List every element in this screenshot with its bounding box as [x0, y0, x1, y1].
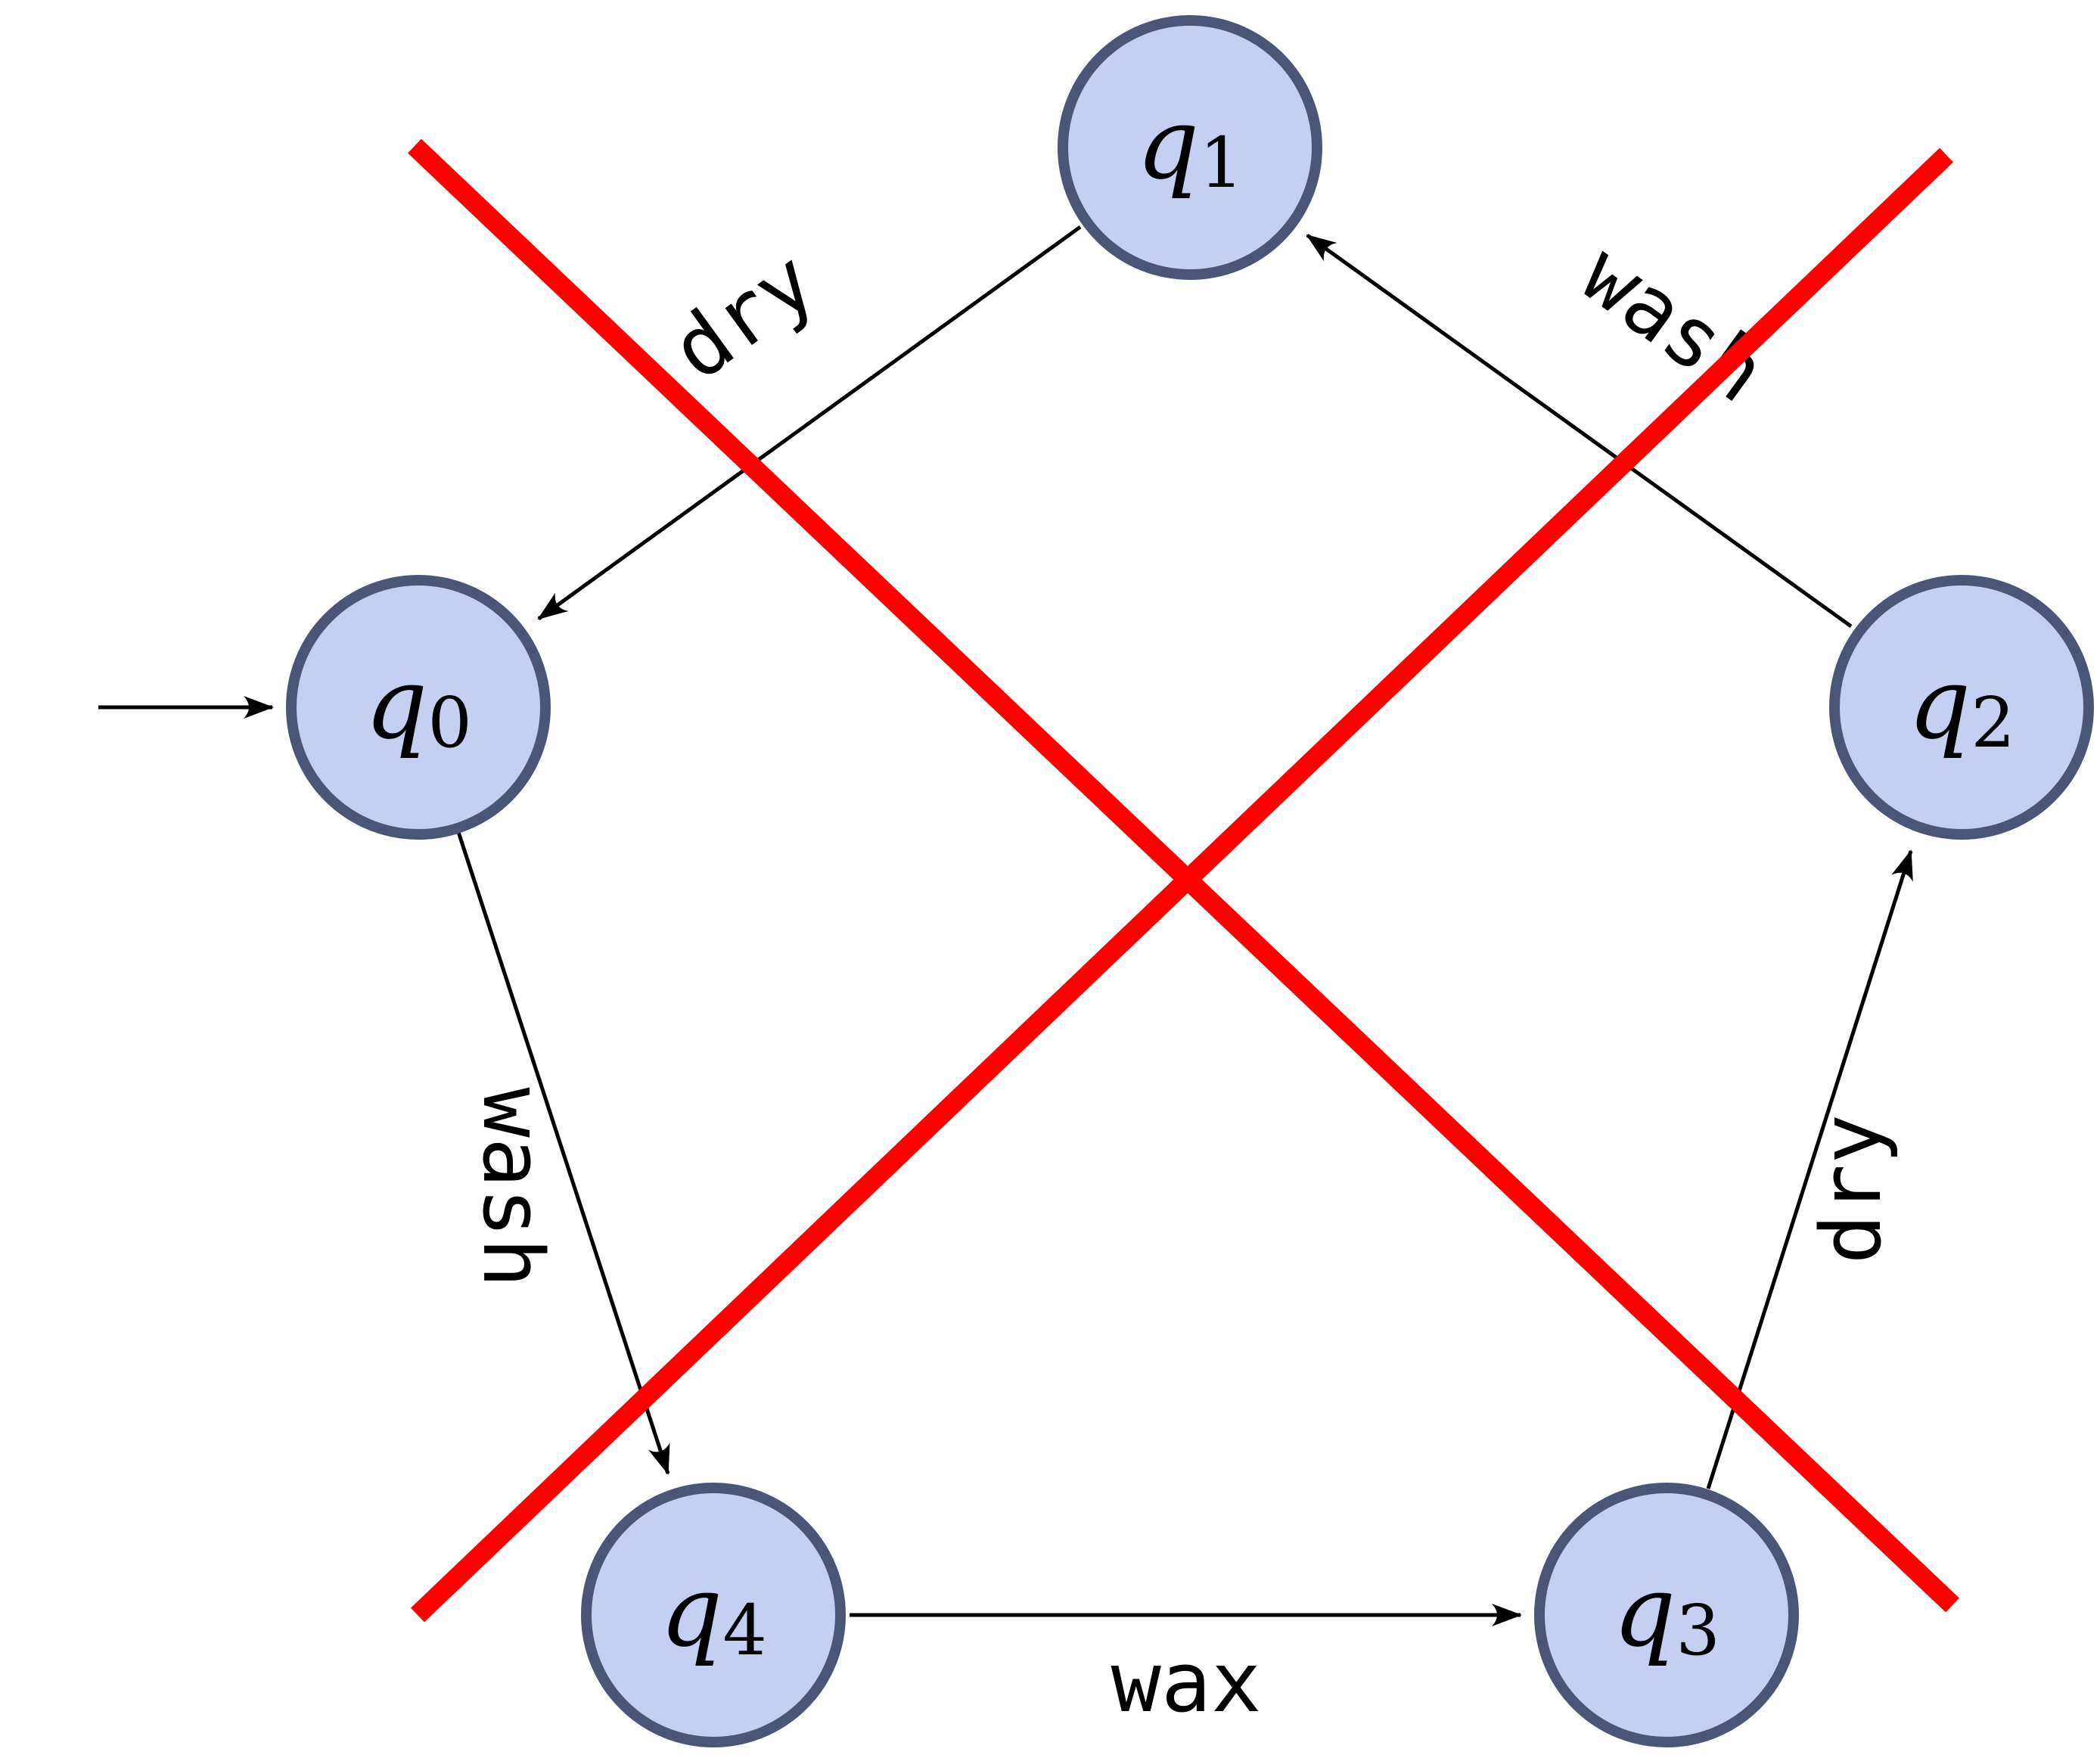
- transition-dry-q1-q0: dry: [537, 225, 1082, 621]
- edge-label-wash-left: wash: [464, 1088, 561, 1288]
- state-q2-letter: q: [1908, 646, 1971, 761]
- state-q1: q1: [1058, 15, 1322, 280]
- edge-label-wash-top: wash: [1564, 225, 1784, 421]
- transition-wax-q4-q3: wax: [850, 1604, 1522, 1731]
- edge-label-dry-right: dry: [1803, 1114, 1900, 1265]
- state-q0-letter: q: [365, 646, 427, 761]
- state-q3-letter: q: [1613, 1554, 1676, 1669]
- svg-text:q1: q1: [1136, 86, 1244, 203]
- state-q4-subscript: 4: [722, 1590, 767, 1671]
- transition-wash-q0-q4: wash: [456, 831, 670, 1475]
- state-q0-subscript: 0: [427, 682, 472, 763]
- edge-label-dry-top: dry: [654, 232, 833, 399]
- state-q4: q4: [581, 1483, 846, 1747]
- cross-out-overlay: [408, 138, 1959, 1623]
- svg-text:q2: q2: [1908, 646, 2015, 763]
- state-q3: q3: [1534, 1483, 1799, 1747]
- svg-text:q4: q4: [660, 1554, 767, 1671]
- state-q2: q2: [1829, 575, 2094, 840]
- state-q2-subscript: 2: [1971, 682, 2015, 763]
- state-q1-letter: q: [1136, 86, 1199, 201]
- transition-wash-q2-q1: wash: [1306, 225, 1853, 629]
- state-q0: q0: [286, 575, 551, 840]
- edge-label-wax: wax: [1111, 1634, 1262, 1731]
- transition-dry-q3-q2: dry: [1706, 849, 1913, 1489]
- state-q3-subscript: 3: [1676, 1590, 1720, 1671]
- cross-line-ascending: [411, 148, 1953, 1623]
- state-q4-letter: q: [660, 1554, 722, 1669]
- svg-text:q0: q0: [365, 646, 472, 763]
- svg-text:q3: q3: [1613, 1554, 1720, 1671]
- state-q1-subscript: 1: [1199, 123, 1244, 203]
